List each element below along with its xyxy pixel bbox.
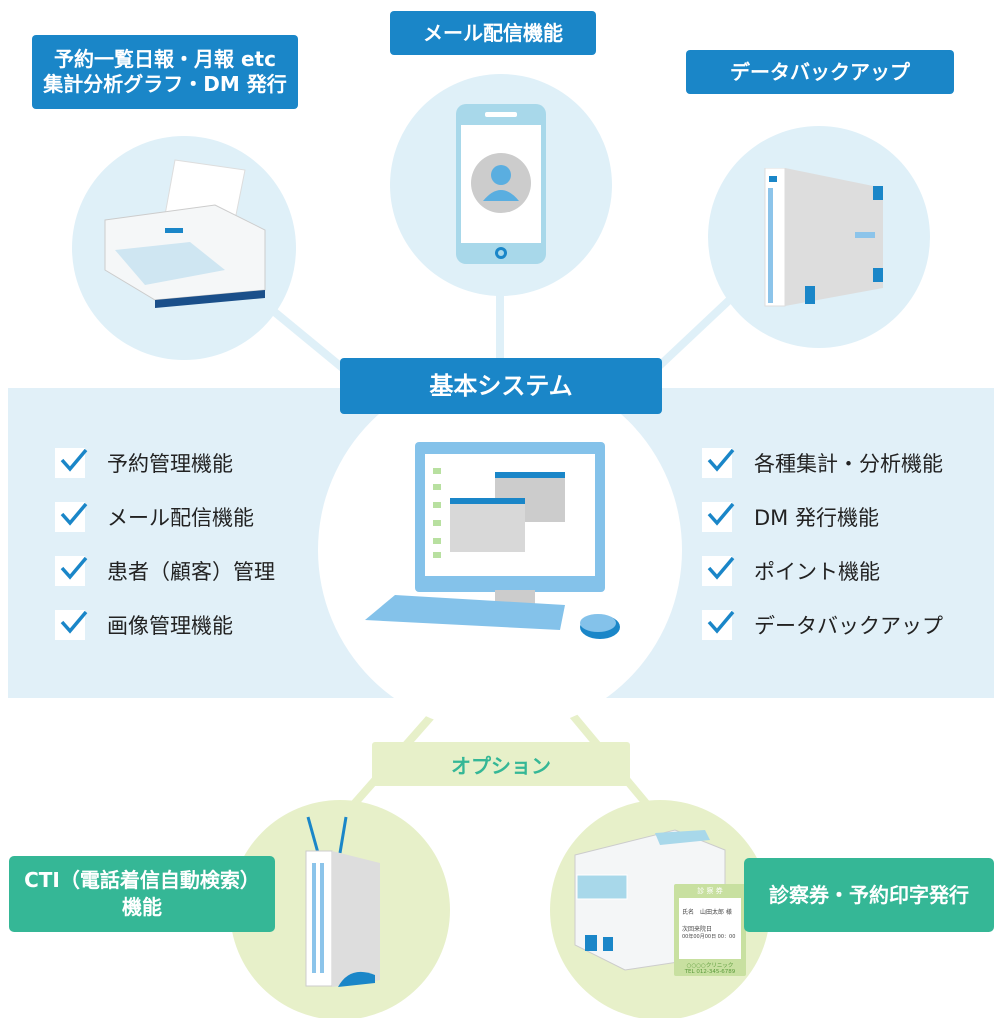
- checkmark-icon: [702, 448, 735, 478]
- checkmark-icon: [702, 502, 735, 532]
- card-print-label: 診察券・予約印字発行: [744, 858, 994, 932]
- checkmark-icon: [702, 556, 735, 586]
- feature-label: 画像管理機能: [107, 614, 233, 638]
- feature-label: データバックアップ: [754, 614, 943, 638]
- checkmark-icon: [55, 502, 88, 532]
- feature-item: 患者（顧客）管理: [55, 556, 275, 586]
- feature-item: データバックアップ: [702, 610, 943, 640]
- basic-system-title: 基本システム: [340, 358, 662, 414]
- checkmark-icon: [55, 556, 88, 586]
- feature-label: DM 発行機能: [754, 506, 879, 530]
- feature-label: 患者（顧客）管理: [107, 560, 275, 584]
- server-icon: [764, 168, 883, 307]
- feature-item: DM 発行機能: [702, 502, 879, 532]
- reports-label: 予約一覧日報・月報 etc 集計分析グラフ・DM 発行: [32, 35, 298, 109]
- checkmark-icon: [55, 448, 88, 478]
- feature-item: 画像管理機能: [55, 610, 233, 640]
- option-title: オプション: [372, 742, 630, 786]
- feature-label: ポイント機能: [754, 560, 880, 584]
- mail-label: メール配信機能: [390, 11, 596, 55]
- smartphone-icon: [456, 104, 546, 264]
- cti-router-icon: [305, 816, 380, 987]
- cti-label: CTI（電話着信自動検索） 機能: [9, 856, 275, 932]
- feature-item: 各種集計・分析機能: [702, 448, 943, 478]
- checkmark-icon: [702, 610, 735, 640]
- feature-item: ポイント機能: [702, 556, 880, 586]
- feature-label: 予約管理機能: [107, 452, 233, 476]
- backup-label: データバックアップ: [686, 50, 954, 94]
- printer-icon: [104, 159, 266, 308]
- feature-item: メール配信機能: [55, 502, 254, 532]
- checkmark-icon: [55, 610, 88, 640]
- feature-label: 各種集計・分析機能: [754, 452, 943, 476]
- feature-item: 予約管理機能: [55, 448, 233, 478]
- patient-card: 診 察 券 氏名 山田太郎 様 次回来院日 00年00月00日 00：00 ○○…: [674, 884, 746, 976]
- desktop-computer-icon: [365, 442, 620, 639]
- feature-label: メール配信機能: [107, 506, 254, 530]
